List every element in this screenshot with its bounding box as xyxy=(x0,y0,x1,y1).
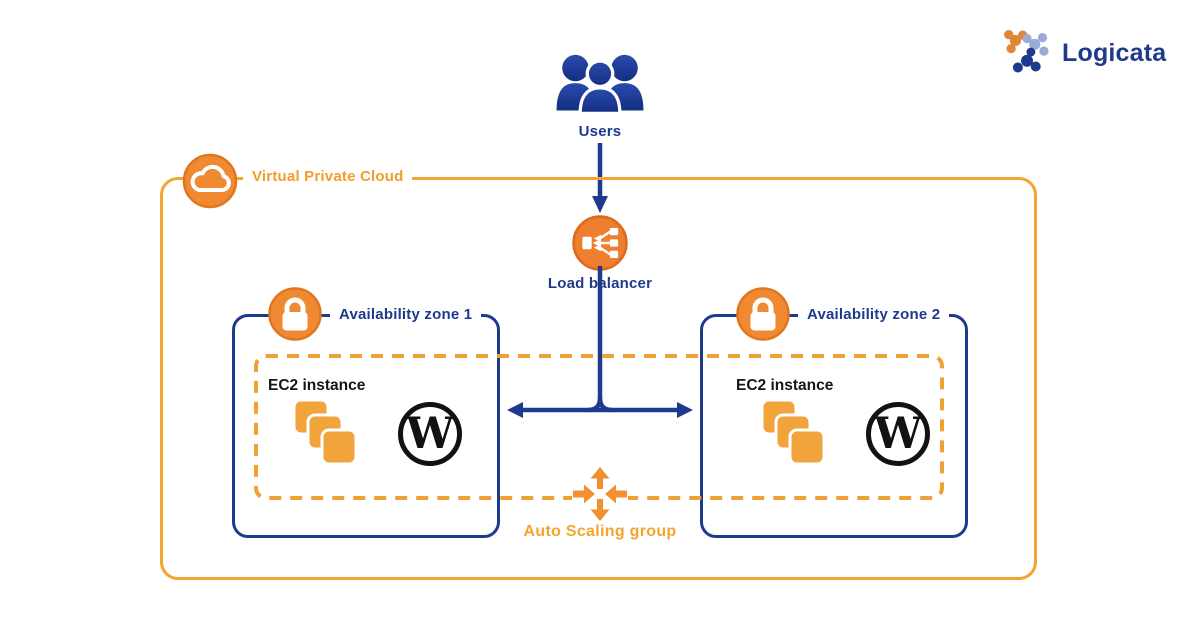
load-balancer-icon xyxy=(572,215,628,271)
svg-text:W: W xyxy=(405,409,455,459)
arrow-users-to-lb xyxy=(592,143,608,213)
az1-label: Availability zone 1 xyxy=(330,306,482,324)
connector-lb-to-instances xyxy=(507,266,693,418)
brand-name: Logicata xyxy=(1062,38,1167,67)
cloud-icon xyxy=(182,153,238,209)
lock-icon xyxy=(268,287,322,341)
ec2-instances-icon xyxy=(760,398,826,466)
ec2-label: EC2 instance xyxy=(268,377,366,394)
vpc-box xyxy=(160,177,1037,580)
brand-logo: Logicata xyxy=(1001,26,1166,80)
vpc-label: Virtual Private Cloud xyxy=(243,168,413,186)
logicata-molecule-icon xyxy=(1004,30,1049,73)
auto-scaling-group-box xyxy=(254,354,944,500)
users-label: Users xyxy=(578,123,622,140)
ec2-instances-icon xyxy=(292,398,358,466)
ec2-label: EC2 instance xyxy=(736,377,834,394)
auto-scaling-label: Auto Scaling group xyxy=(523,523,677,540)
lock-icon xyxy=(736,287,790,341)
wordpress-icon: W xyxy=(398,402,462,466)
svg-text:W: W xyxy=(873,409,923,459)
users-icon xyxy=(556,54,644,116)
wordpress-icon: W xyxy=(866,402,930,466)
auto-scaling-icon xyxy=(572,466,628,522)
az2-label: Availability zone 2 xyxy=(798,306,950,324)
